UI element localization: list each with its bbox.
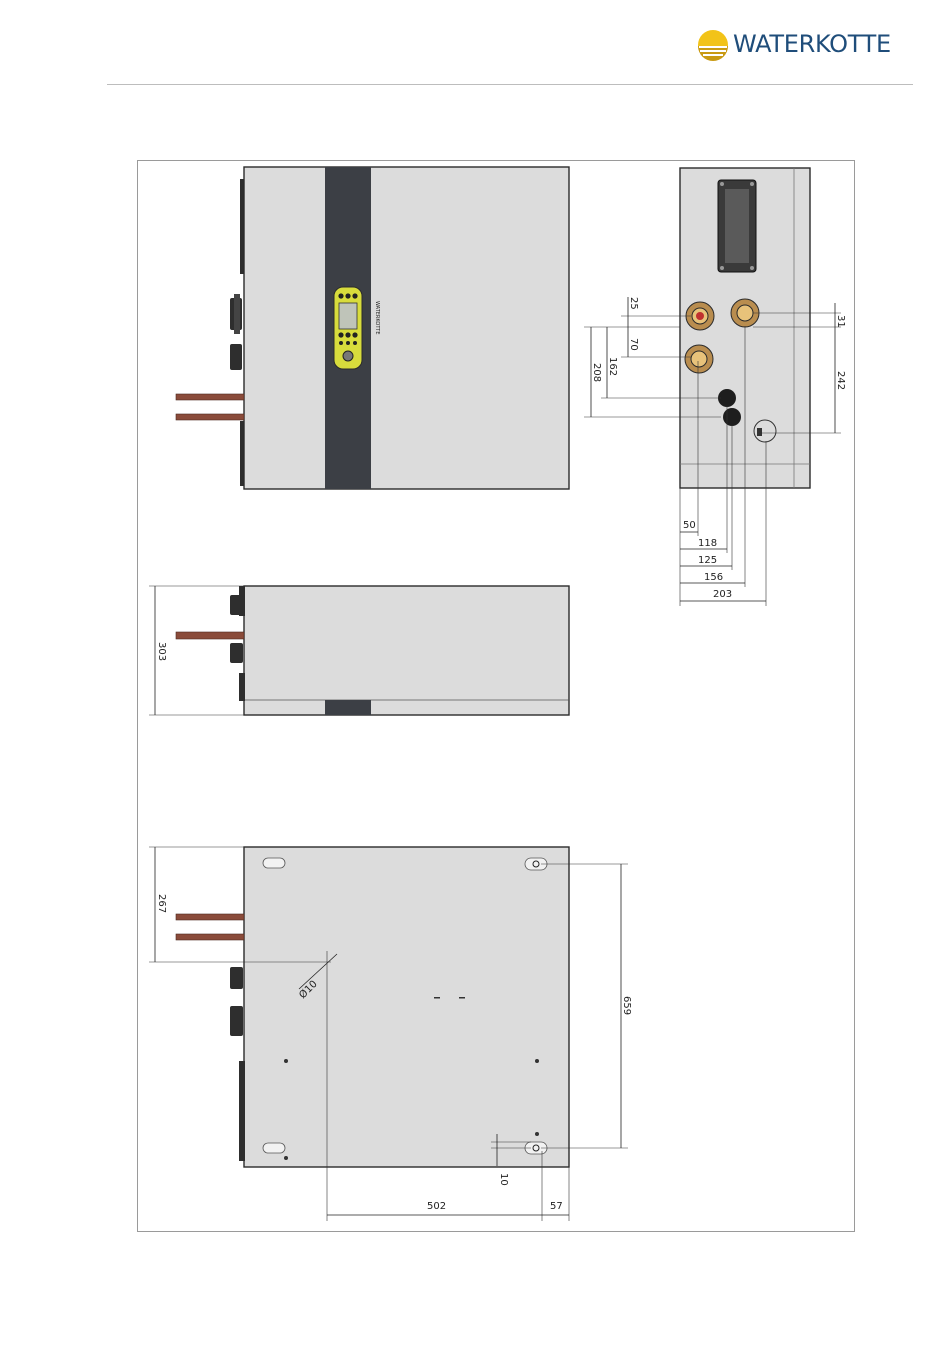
front-view-fitting-bottom bbox=[230, 344, 242, 370]
controller-button bbox=[346, 341, 350, 345]
controller-button bbox=[345, 293, 350, 298]
top-view-housing bbox=[244, 586, 569, 715]
port-lower bbox=[723, 408, 741, 426]
small-hole bbox=[535, 1132, 539, 1136]
brand-name: WATERKOTTE bbox=[733, 30, 891, 58]
mounting-slot bbox=[263, 858, 285, 868]
controller-button bbox=[338, 293, 343, 298]
technical-drawing-frame: WATERKOTTE bbox=[137, 160, 855, 1232]
dim-162: 162 bbox=[607, 357, 618, 376]
top-view-fitting-top bbox=[230, 595, 243, 615]
controller-button bbox=[339, 341, 343, 345]
screw bbox=[750, 182, 754, 186]
dim-25: 25 bbox=[628, 297, 639, 310]
screw bbox=[720, 182, 724, 186]
controller-display bbox=[339, 303, 357, 329]
header-divider bbox=[107, 84, 913, 85]
fitting-upper-right-inner bbox=[737, 305, 753, 321]
waterkotte-logo: WATERKOTTE bbox=[697, 28, 912, 62]
cable-gland-plate-inner bbox=[725, 189, 749, 263]
dim-31: 31 bbox=[835, 315, 846, 328]
fitting-upper-left-core bbox=[696, 312, 704, 320]
dim-208: 208 bbox=[591, 363, 602, 382]
front-view: WATERKOTTE bbox=[176, 167, 569, 489]
dim-267: 267 bbox=[156, 894, 167, 913]
dim-502: 502 bbox=[427, 1201, 446, 1212]
bottom-view-bracket bbox=[239, 1061, 245, 1161]
fitting-lower-inner bbox=[691, 351, 707, 367]
side-view-small-port bbox=[757, 428, 762, 436]
controller-brand-label: WATERKOTTE bbox=[374, 301, 380, 335]
controller-button bbox=[338, 332, 343, 337]
controller-button bbox=[352, 293, 357, 298]
front-view-pipe-upper bbox=[176, 394, 244, 400]
top-view-pipe bbox=[176, 632, 244, 639]
dim-10: 10 bbox=[498, 1173, 509, 1186]
top-view-dark-stripe bbox=[325, 700, 371, 715]
center-mark bbox=[459, 997, 465, 999]
dim-303: 303 bbox=[156, 642, 167, 661]
front-view-pipe-lower bbox=[176, 414, 244, 420]
small-hole bbox=[284, 1059, 288, 1063]
controller-button bbox=[345, 332, 350, 337]
bottom-view-fitting-bottom bbox=[230, 1006, 243, 1036]
bottom-view-pipe-upper bbox=[176, 914, 244, 920]
top-view-bracket bbox=[239, 673, 245, 701]
dim-118: 118 bbox=[698, 538, 717, 549]
bottom-view-pipe-lower bbox=[176, 934, 244, 940]
screw bbox=[750, 266, 754, 270]
dim-156: 156 bbox=[704, 572, 723, 583]
bottom-view-housing bbox=[244, 847, 569, 1167]
center-mark bbox=[434, 997, 440, 999]
dim-70: 70 bbox=[628, 338, 639, 351]
small-hole bbox=[535, 1059, 539, 1063]
controller-button bbox=[352, 332, 357, 337]
screw bbox=[720, 266, 724, 270]
side-view: 25 70 162 208 31 242 50 118 125 156 203 bbox=[584, 168, 846, 606]
top-view-fitting-bottom bbox=[230, 643, 243, 663]
dim-659: 659 bbox=[621, 996, 632, 1015]
dim-125: 125 bbox=[698, 555, 717, 566]
bottom-view: 267 Ø10 659 10 502 57 bbox=[149, 847, 632, 1221]
controller-knob bbox=[343, 351, 353, 361]
front-view-housing bbox=[244, 167, 569, 489]
bottom-view-fitting-top bbox=[230, 967, 243, 989]
dim-203: 203 bbox=[713, 589, 732, 600]
mounting-slot bbox=[263, 1143, 285, 1153]
top-view: 303 bbox=[149, 586, 569, 715]
front-view-fitting-top-flange bbox=[234, 294, 240, 334]
dim-242: 242 bbox=[835, 371, 846, 390]
small-hole bbox=[284, 1156, 288, 1160]
controller-button bbox=[353, 341, 357, 345]
technical-drawing: WATERKOTTE bbox=[138, 161, 854, 1231]
dim-50: 50 bbox=[683, 520, 696, 531]
waterkotte-logo-icon bbox=[697, 28, 731, 62]
dim-57: 57 bbox=[550, 1201, 563, 1212]
